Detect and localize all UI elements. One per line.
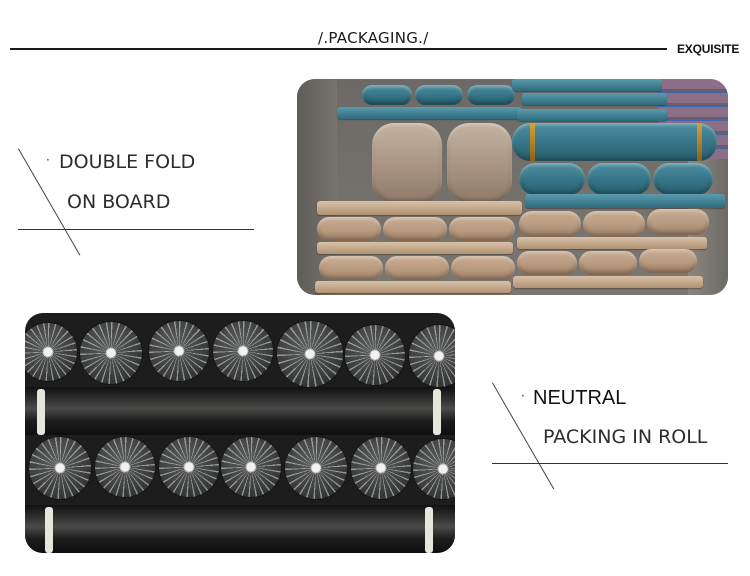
fabric-bolt (587, 163, 651, 195)
header-divider (10, 48, 667, 50)
roll-label-tag (425, 507, 433, 553)
fabric-board (512, 79, 662, 91)
photo-neutral-packing-rolls (25, 313, 455, 553)
bullet-dot: · (521, 389, 525, 403)
roll-end (29, 437, 91, 499)
fabric-bolt (362, 85, 412, 105)
fabric-bolt (653, 163, 713, 195)
bullet-dot: · (46, 153, 50, 167)
fabric-bolt (467, 85, 515, 105)
photo-double-fold-on-board (297, 79, 728, 295)
roll-end (159, 437, 219, 497)
fabric-bolt (583, 211, 645, 237)
fabric-board (317, 201, 522, 215)
fabric-bolt (449, 217, 515, 241)
roll-end (409, 325, 455, 387)
caption-line-2: PACKING IN ROLL (543, 426, 708, 448)
roll-end (351, 437, 411, 499)
roll-side (25, 505, 455, 553)
roll-label-tag (37, 389, 45, 435)
fabric-bolt (319, 256, 383, 280)
section-title: /.PACKAGING./ (318, 29, 429, 47)
fabric-bolt (383, 217, 447, 241)
fabric-bolt (512, 123, 717, 161)
fabric-bolt (385, 256, 449, 280)
roll-end (413, 439, 455, 499)
roll-end (221, 437, 281, 497)
fabric-board (525, 194, 725, 208)
fabric-bolt (451, 256, 515, 280)
fabric-bolt (415, 85, 463, 105)
decorative-underline (18, 229, 254, 230)
fabric-board (317, 242, 513, 254)
fabric-bolt (647, 209, 709, 235)
fabric-bolt (579, 251, 637, 275)
fabric-bolt (519, 211, 581, 237)
roll-end (345, 325, 405, 385)
roll-end (213, 321, 273, 381)
section-tag: EXQUISITE (677, 42, 740, 56)
caption-line-1: DOUBLE FOLD (59, 151, 196, 173)
caption-line-2: ON BOARD (67, 191, 171, 213)
fabric-bolt (447, 123, 512, 203)
fabric-bolt (517, 251, 577, 275)
roll-end (285, 437, 347, 499)
fabric-board (337, 107, 522, 119)
roll-end (277, 321, 343, 387)
fabric-board (522, 93, 667, 105)
fabric-board (315, 281, 511, 293)
roll-label-tag (433, 389, 441, 435)
fabric-board (517, 109, 667, 121)
caption-line-1: NEUTRAL (533, 387, 627, 409)
fabric-bolt (317, 217, 381, 241)
decorative-underline (492, 463, 728, 464)
roll-side (25, 387, 455, 435)
fabric-bolt (639, 249, 697, 273)
fabric-board (513, 276, 703, 288)
fabric-bolt (519, 163, 585, 195)
roll-end (25, 323, 77, 381)
roll-end (80, 322, 142, 384)
roll-end (95, 437, 155, 497)
roll-label-tag (45, 507, 53, 553)
fabric-board (517, 237, 707, 249)
fabric-bolt (372, 123, 442, 203)
roll-end (149, 321, 209, 381)
